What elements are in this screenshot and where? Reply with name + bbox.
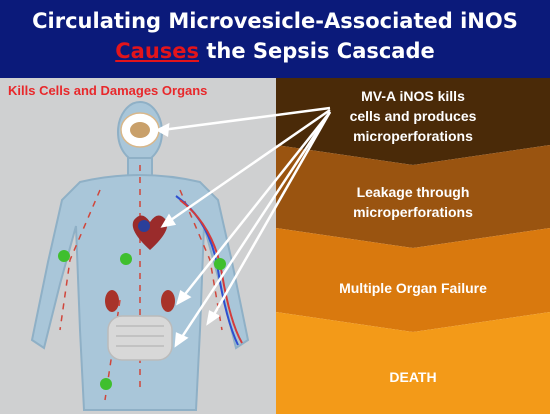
- brain-icon: [120, 112, 160, 148]
- title-causes-highlight: Causes: [115, 39, 200, 63]
- stage-band-4: [276, 312, 550, 414]
- stage-band-3: [276, 228, 550, 332]
- heart-icon: [132, 215, 168, 250]
- stage-3-line-1: Multiple Organ Failure: [339, 280, 487, 296]
- intestines-icon: [107, 315, 173, 361]
- stage-1-line-3: microperforations: [353, 128, 473, 144]
- stage-3-label: Multiple Organ Failure: [276, 278, 550, 298]
- left-panel-heading: Kills Cells and Damages Organs: [8, 83, 208, 98]
- stage-band-2: [276, 145, 550, 248]
- stage-1-line-1: MV-A iNOS kills: [361, 88, 465, 104]
- kidneys-icon: [105, 290, 175, 312]
- title-line-2: Causes the Sepsis Cascade: [0, 38, 550, 64]
- stage-2-label: Leakage through microperforations: [276, 182, 550, 222]
- title-banner: [0, 0, 550, 78]
- stage-1-label: MV-A iNOS kills cells and produces micro…: [276, 86, 550, 146]
- microvesicle-dots: [58, 250, 226, 390]
- stage-4-line-1: DEATH: [389, 369, 437, 385]
- stage-2-line-1: Leakage through: [356, 184, 470, 200]
- arrows-to-organs: [155, 106, 332, 348]
- stage-1-line-2: cells and produces: [349, 108, 477, 124]
- title-line-1: Circulating Microvesicle-Associated iNOS: [32, 9, 518, 33]
- stage-4-label: DEATH: [276, 367, 550, 387]
- title-line-2-rest: the Sepsis Cascade: [199, 39, 435, 63]
- stage-2-line-2: microperforations: [353, 204, 473, 220]
- stage-band-1: [276, 78, 550, 165]
